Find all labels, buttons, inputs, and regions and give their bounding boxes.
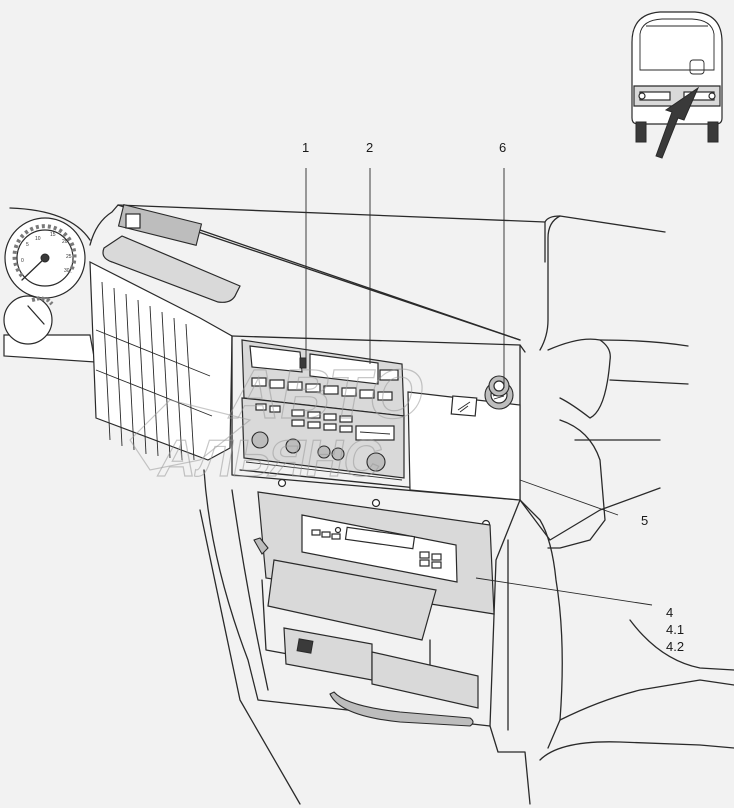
callout-1: 1 (302, 140, 309, 155)
watermark-line-1: АВТО (224, 354, 432, 432)
callout-4-1: 4.1 (666, 622, 684, 637)
gauge-tick-0: 0 (21, 258, 24, 264)
callout-5: 5 (641, 513, 648, 528)
callout-4: 4 (666, 605, 673, 620)
audio-cd-unit (253, 491, 495, 727)
leader-lines (305, 168, 653, 606)
radio-unit (241, 397, 405, 481)
callout-2: 2 (366, 140, 373, 155)
watermark-line-2: АЛЬЯНС (154, 430, 387, 488)
gauge-tick-15: 15 (50, 232, 56, 238)
dashboard-top (89, 203, 666, 351)
air-vent-grille (89, 261, 233, 461)
callout-4-2: 4.2 (666, 639, 684, 654)
gauge-tick-25: 25 (66, 254, 72, 260)
bus-location-inset (631, 11, 723, 159)
watermark: АВТО АЛЬЯНС (129, 354, 432, 489)
leader-line-5 (519, 479, 619, 516)
leader-line-4 (475, 577, 653, 606)
callout-6: 6 (499, 140, 506, 155)
tachograph-unit (241, 339, 405, 417)
callout-labels: 1 2 6 5 4 4.1 4.2 (302, 140, 684, 654)
switch-panel (407, 375, 521, 501)
gauge-tick-5: 5 (26, 242, 29, 248)
instrument-cluster: 0 5 10 15 20 25 30 (3, 207, 96, 363)
gauge-tick-10: 10 (35, 236, 41, 242)
gauge-tick-20: 20 (62, 239, 68, 245)
gauge-tick-30: 30 (64, 268, 70, 274)
